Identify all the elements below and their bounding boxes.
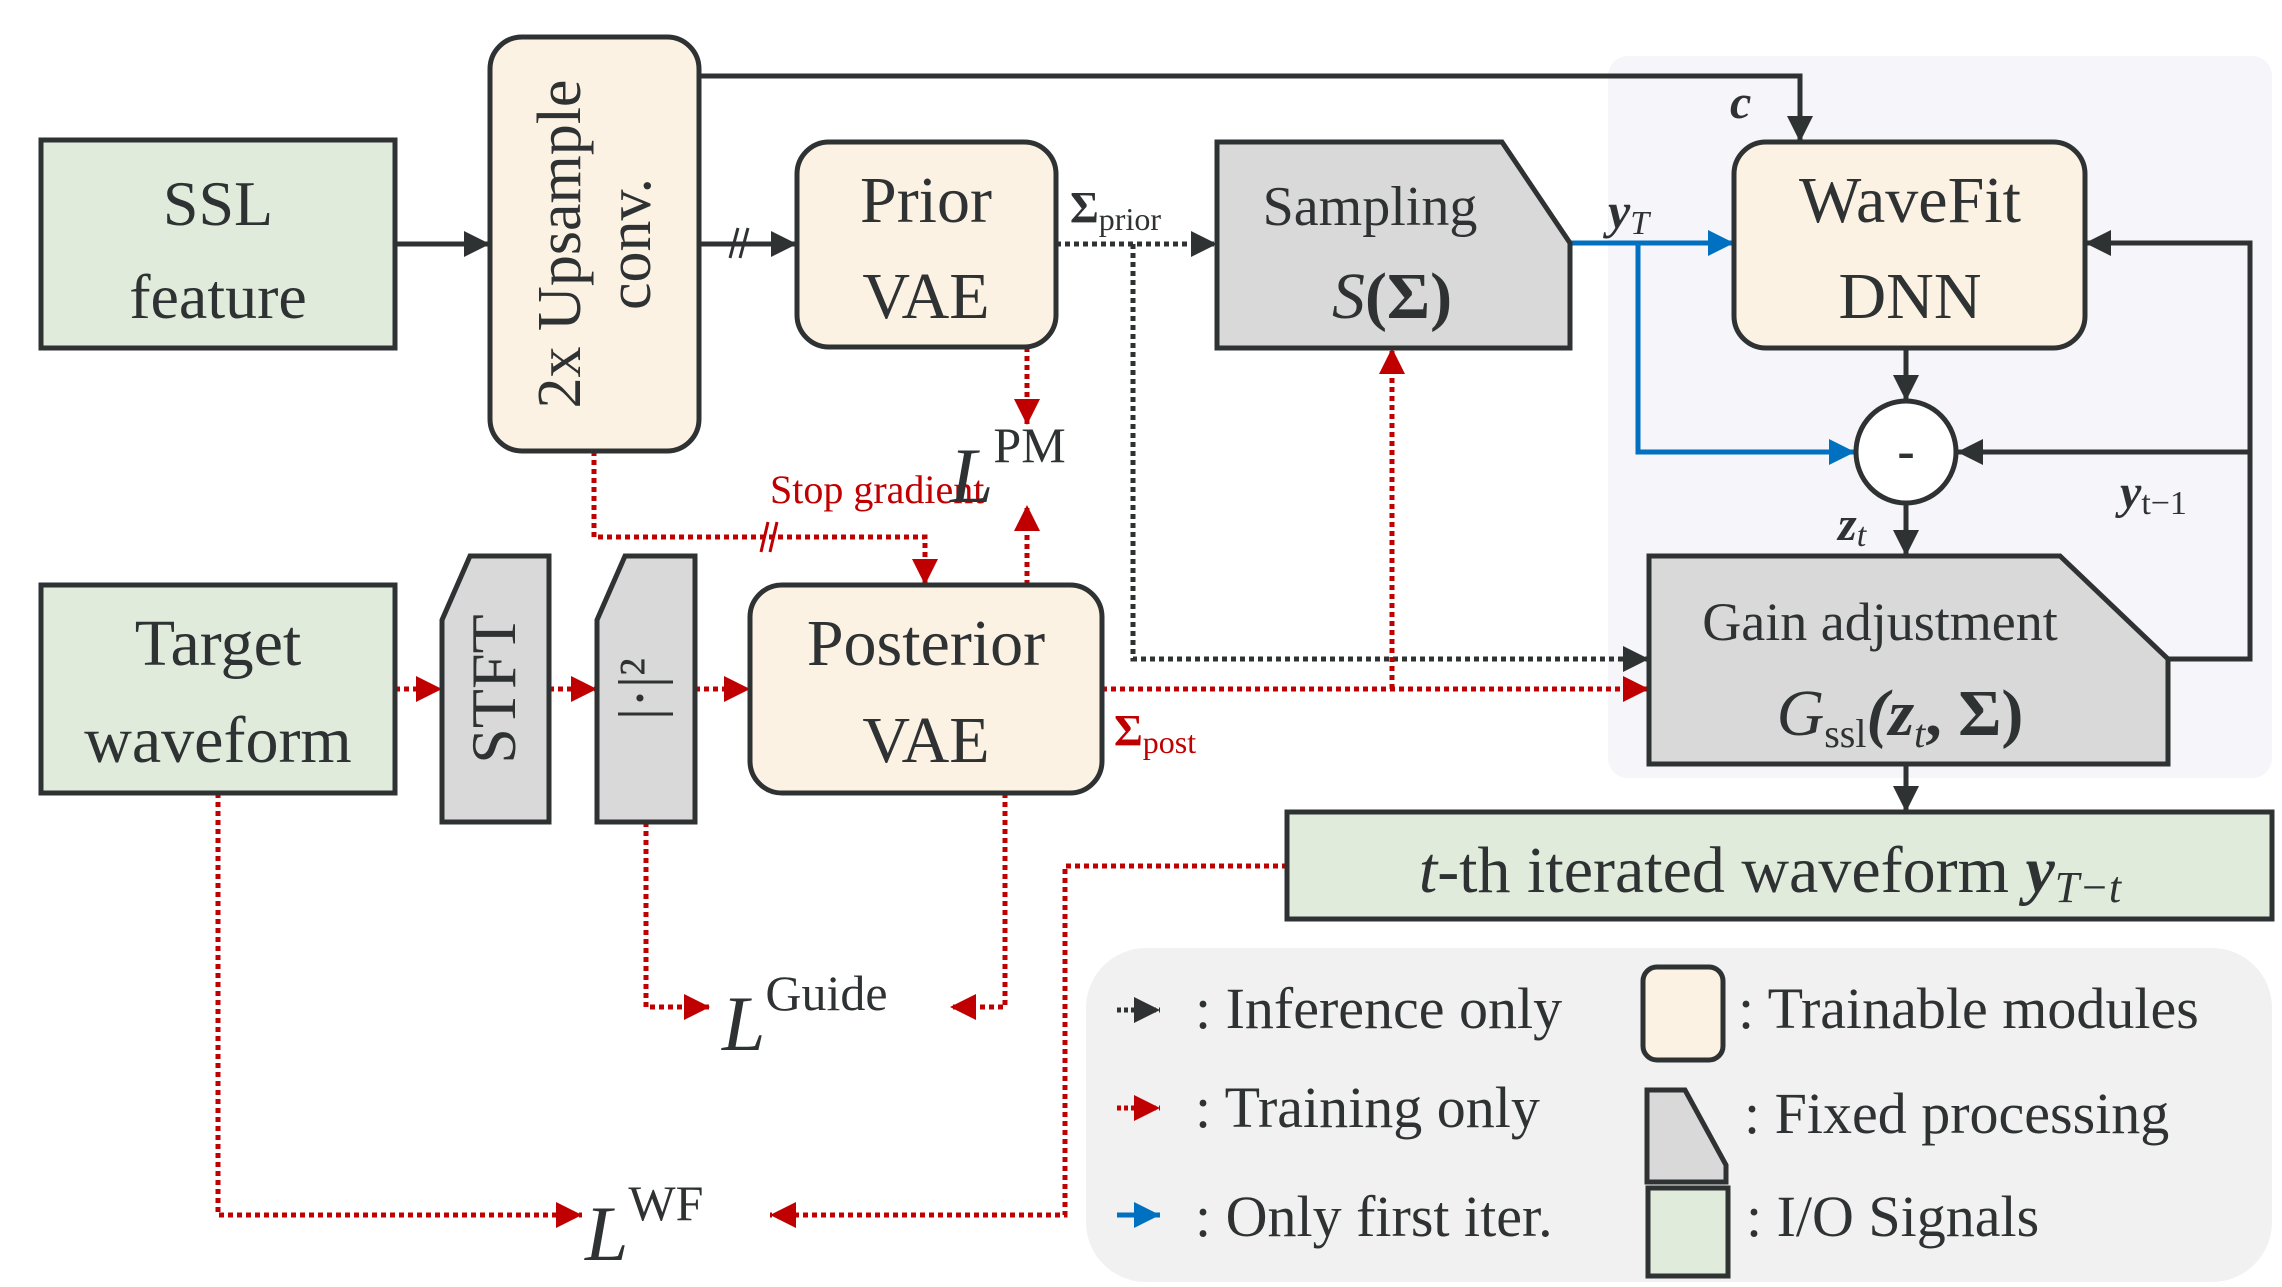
c-label: c	[1730, 76, 1751, 129]
legend-item-first-iter: : Only first iter.	[1117, 1184, 1553, 1249]
prior-vae-box	[794, 139, 1059, 350]
sampling-label-2: S(Σ)	[1332, 260, 1452, 333]
power-spectrum-block[interactable]: |·|²	[594, 553, 698, 825]
gain-label-1: Gain adjustment	[1702, 592, 2057, 652]
upsample-box	[487, 34, 702, 454]
loss-guide-label: LGuide	[721, 965, 888, 1067]
slash-mark-icon	[728, 227, 750, 259]
sigma-post-label: Σpost	[1114, 706, 1196, 760]
trainable-swatch-icon	[1640, 964, 1726, 1063]
legend-training-label: : Training only	[1195, 1075, 1540, 1140]
output-waveform-box	[1284, 809, 2275, 922]
legend-fixed-label: : Fixed processing	[1744, 1081, 2169, 1146]
target-waveform-box	[38, 582, 398, 796]
legend-item-training: : Training only	[1117, 1075, 1540, 1140]
edge-prior-to-gain	[1130, 244, 1649, 672]
edge-upsample-to-wavefit-c	[699, 73, 1813, 142]
legend: : Inference only : Training only : Only …	[1117, 964, 2199, 1279]
sampling-label-1: Sampling	[1263, 176, 1478, 238]
connectors	[215, 73, 2253, 1228]
edge-output-to-loss-wf	[770, 863, 1287, 1228]
legend-item-inference: : Inference only	[1117, 976, 1562, 1041]
gain-label-2: Gssl(zt, Σ)	[1777, 677, 2024, 756]
posterior-vae-label-2: VAE	[862, 704, 989, 777]
output-waveform-block[interactable]: t-th iterated waveform yT−t	[1284, 809, 2275, 922]
subtract-circle	[1853, 398, 1959, 506]
edge-yT-to-minus	[1635, 243, 1855, 465]
target-waveform-block[interactable]: Target waveform	[38, 582, 398, 796]
loss-wf-label: LWF	[584, 1175, 703, 1277]
legend-first-iter-label: : Only first iter.	[1195, 1184, 1553, 1249]
wavefit-label-1: WaveFit	[1799, 164, 2021, 237]
prior-vae-label-1: Prior	[860, 164, 992, 237]
posterior-vae-block[interactable]: Posterior VAE	[747, 582, 1105, 796]
ssl-feature-box	[38, 137, 398, 351]
sigma-prior-label: Σprior	[1070, 183, 1161, 237]
upsample-label-1: 2x Upsample	[526, 80, 594, 409]
wavefit-dnn-block[interactable]: WaveFit DNN	[1731, 139, 2088, 351]
power-label: |·|²	[607, 658, 673, 720]
legend-trainable-label: : Trainable modules	[1738, 976, 2199, 1041]
legend-item-io: : I/O Signals	[1645, 1184, 2039, 1279]
stop-gradient-mark-icon	[759, 521, 779, 553]
target-waveform-label-2: waveform	[84, 704, 352, 777]
power-box	[594, 553, 698, 825]
legend-item-trainable: : Trainable modules	[1640, 964, 2199, 1063]
ssl-feature-block[interactable]: SSL feature	[38, 137, 398, 351]
edge-target-to-loss-wf	[215, 793, 582, 1228]
prior-vae-block[interactable]: Prior VAE	[794, 139, 1059, 350]
wavefit-box	[1731, 139, 2088, 351]
target-waveform-label-1: Target	[135, 607, 301, 680]
posterior-vae-label-1: Posterior	[807, 607, 1045, 680]
ssl-feature-label-1: SSL	[163, 168, 273, 239]
prior-vae-label-2: VAE	[862, 260, 989, 333]
fixed-swatch-icon	[1644, 1087, 1729, 1185]
stop-gradient-label: Stop gradient	[770, 467, 984, 512]
output-waveform-label: t-th iterated waveform yT−t	[1419, 834, 2123, 912]
y-t-minus-1-label: yt−1	[2115, 466, 2187, 522]
ssl-feature-label-2: feature	[129, 261, 307, 332]
sampling-box	[1214, 139, 1573, 351]
posterior-vae-box	[747, 582, 1105, 796]
gain-adjustment-block[interactable]: Gain adjustment Gssl(zt, Σ)	[1646, 553, 2171, 767]
stft-block[interactable]: STFT	[439, 553, 552, 825]
wavefit-label-2: DNN	[1839, 260, 1982, 333]
subtract-node[interactable]: -	[1853, 398, 1959, 506]
edge-posterior-to-loss-guide	[950, 793, 1008, 1020]
z-t-label: zt	[1836, 498, 1868, 554]
stft-box	[439, 553, 552, 825]
legend-io-label: : I/O Signals	[1746, 1184, 2039, 1249]
sampling-block[interactable]: Sampling S(Σ)	[1214, 139, 1573, 351]
io-swatch-icon	[1645, 1185, 1731, 1279]
upsample-label-2: conv.	[596, 178, 664, 310]
minus-icon: -	[1897, 423, 1914, 480]
gain-box	[1646, 553, 2171, 767]
legend-inference-label: : Inference only	[1195, 976, 1562, 1041]
loss-pm-label: LPM	[949, 417, 1066, 519]
legend-item-fixed: : Fixed processing	[1644, 1081, 2169, 1185]
edge-upsample-to-posterior-stopgrad	[591, 451, 938, 585]
stft-label: STFT	[458, 614, 529, 763]
edge-power-to-loss-guide	[643, 822, 710, 1020]
upsample-conv-block[interactable]: 2x Upsample conv.	[487, 34, 702, 454]
y-T-label: yT	[1603, 183, 1651, 242]
